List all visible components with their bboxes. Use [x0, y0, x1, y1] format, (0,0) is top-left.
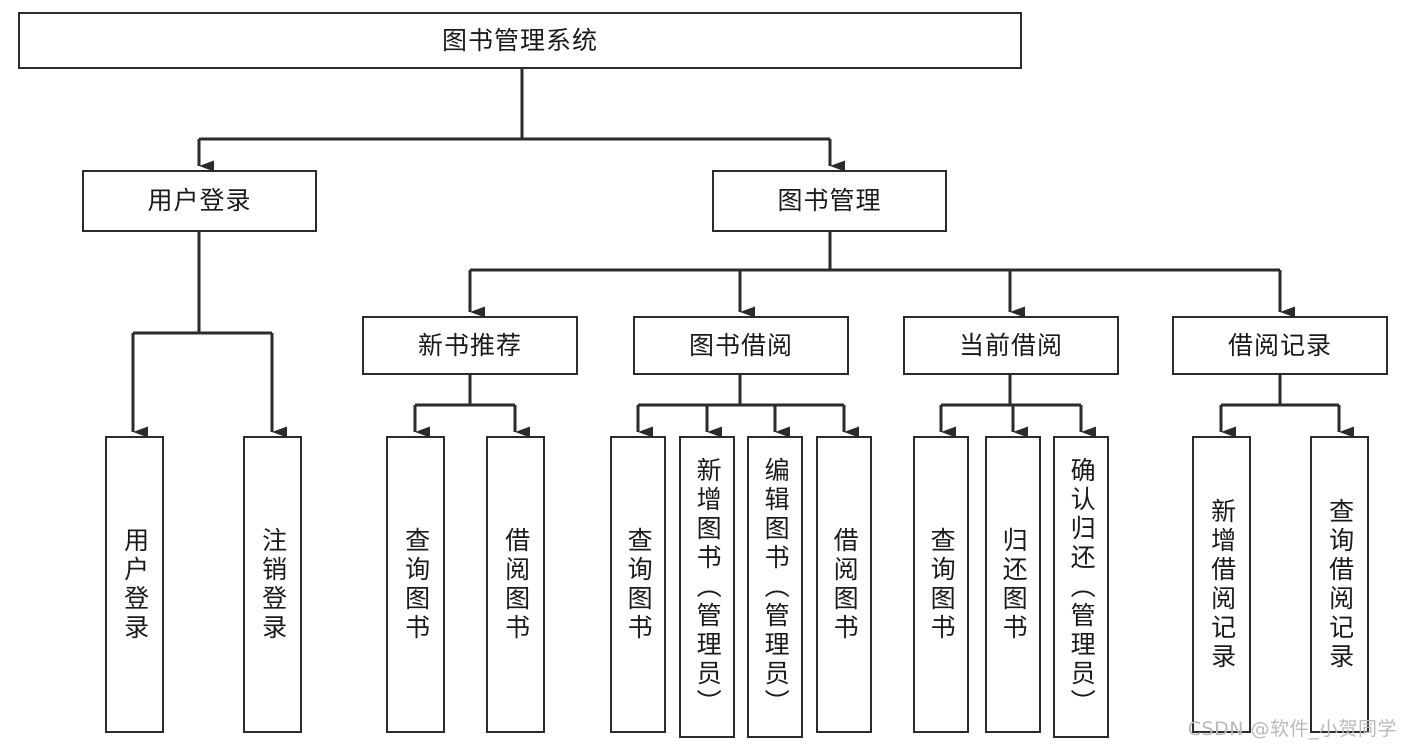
- node-book-borrow[interactable]: 图书借阅: [633, 316, 849, 375]
- node-leaf-query-book-current-label: 查询图书: [927, 526, 957, 643]
- node-leaf-borrow-book-label: 借阅图书: [830, 526, 860, 643]
- node-leaf-borrow-book-recommend[interactable]: 借阅图书: [486, 436, 545, 733]
- node-leaf-return-book[interactable]: 归还图书: [985, 436, 1041, 733]
- node-current-borrow[interactable]: 当前借阅: [903, 316, 1119, 375]
- node-book-management-label: 图书管理: [777, 186, 882, 216]
- node-leaf-borrow-book-recommend-label: 借阅图书: [501, 526, 531, 643]
- node-new-book-recommend-label: 新书推荐: [417, 330, 522, 360]
- node-leaf-edit-book-admin[interactable]: 编辑图书（管理员）: [747, 436, 803, 738]
- node-leaf-query-borrow-record-label: 查询借阅记录: [1325, 497, 1355, 672]
- node-leaf-query-borrow-record[interactable]: 查询借阅记录: [1310, 436, 1369, 733]
- node-leaf-query-book-current[interactable]: 查询图书: [913, 436, 969, 733]
- node-root[interactable]: 图书管理系统: [18, 12, 1022, 69]
- node-root-label: 图书管理系统: [441, 25, 598, 55]
- node-leaf-logout[interactable]: 注销登录: [243, 436, 302, 733]
- node-leaf-confirm-return-admin[interactable]: 确认归还（管理员）: [1053, 436, 1109, 738]
- node-user-login[interactable]: 用户登录: [82, 170, 317, 232]
- node-current-borrow-label: 当前借阅: [958, 330, 1063, 360]
- node-user-login-label: 用户登录: [147, 186, 252, 216]
- node-leaf-add-borrow-record-label: 新增借阅记录: [1207, 497, 1237, 672]
- node-leaf-add-book-admin-label: 新增图书（管理员）: [693, 456, 723, 718]
- node-leaf-user-login-label: 用户登录: [120, 526, 150, 643]
- node-leaf-borrow-book[interactable]: 借阅图书: [816, 436, 872, 733]
- node-borrow-records[interactable]: 借阅记录: [1172, 316, 1388, 375]
- node-leaf-query-book-borrow-label: 查询图书: [624, 526, 654, 643]
- watermark: CSDN @软件_小贺同学: [1187, 718, 1397, 740]
- node-leaf-add-book-admin[interactable]: 新增图书（管理员）: [679, 436, 735, 738]
- node-leaf-user-login[interactable]: 用户登录: [105, 436, 164, 733]
- node-leaf-query-book-borrow[interactable]: 查询图书: [610, 436, 666, 733]
- node-borrow-records-label: 借阅记录: [1227, 330, 1332, 360]
- node-leaf-add-borrow-record[interactable]: 新增借阅记录: [1192, 436, 1251, 733]
- node-leaf-confirm-return-admin-label: 确认归还（管理员）: [1067, 456, 1097, 718]
- node-book-management[interactable]: 图书管理: [712, 170, 947, 232]
- node-leaf-return-book-label: 归还图书: [999, 526, 1029, 643]
- node-book-borrow-label: 图书借阅: [688, 330, 793, 360]
- node-leaf-query-book-recommend-label: 查询图书: [401, 526, 431, 643]
- node-leaf-edit-book-admin-label: 编辑图书（管理员）: [761, 456, 791, 718]
- node-leaf-logout-label: 注销登录: [258, 526, 288, 643]
- node-leaf-query-book-recommend[interactable]: 查询图书: [386, 436, 445, 733]
- node-new-book-recommend[interactable]: 新书推荐: [362, 316, 578, 375]
